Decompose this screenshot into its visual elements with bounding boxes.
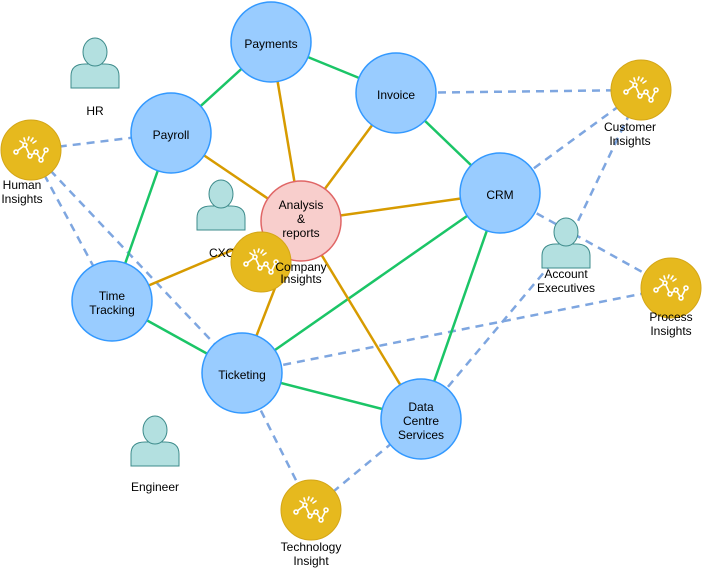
- system-label-invoice: Invoice: [377, 88, 415, 102]
- role-label-account-executives-line: Account: [544, 267, 588, 281]
- hub-label-line: Analysis: [279, 198, 324, 212]
- insight-label-technology-line: Insight: [293, 554, 329, 568]
- analytics-icon: [293, 496, 329, 523]
- role-cxo: CXO: [196, 179, 246, 260]
- insight-label-process-line: Process: [649, 310, 692, 324]
- insight-label-company-line: Insights: [280, 272, 321, 286]
- insight-label-human-line: Human: [3, 178, 42, 192]
- system-circle[interactable]: [71, 260, 153, 342]
- insight-circle[interactable]: [280, 479, 342, 541]
- system-node-payroll[interactable]: Payroll: [130, 92, 212, 174]
- system-label-ticketing: Ticketing: [218, 368, 266, 382]
- insight-link-human-ticketing: [30, 149, 243, 374]
- hub-label-line: reports: [282, 226, 319, 240]
- hub-label: Analysis&reports: [279, 198, 324, 240]
- system-circle[interactable]: [459, 152, 541, 234]
- insight-link-data-centre-account-executives: [420, 245, 567, 420]
- system-circle[interactable]: [355, 52, 437, 134]
- system-circle[interactable]: [201, 332, 283, 414]
- insight-circle[interactable]: [230, 231, 292, 293]
- system-circle[interactable]: [380, 378, 462, 460]
- role-label-engineer-line: Engineer: [131, 480, 179, 494]
- person-icon: [541, 217, 591, 269]
- system-label-data-centre-line: Centre: [403, 414, 439, 428]
- system-label-crm: CRM: [486, 188, 513, 202]
- person-icon: [70, 37, 120, 89]
- system-label-payroll: Payroll: [153, 128, 190, 142]
- insight-link-ticketing-process: [241, 286, 672, 375]
- system-label-time-tracking-line: Tracking: [89, 303, 135, 317]
- role-engineer: Engineer: [130, 415, 180, 494]
- analytics-icon: [13, 136, 49, 163]
- role-label-cxo: CXO: [209, 246, 235, 260]
- system-node-ticketing[interactable]: Ticketing: [201, 332, 283, 414]
- system-link-ticketing-crm: [241, 191, 501, 375]
- role-label-engineer: Engineer: [131, 480, 179, 494]
- system-label-data-centre-line: Data: [408, 400, 434, 414]
- analytics-icon: [653, 274, 689, 301]
- system-node-crm[interactable]: CRM: [459, 152, 541, 234]
- insight-label-process-line: Insights: [650, 324, 691, 338]
- system-node-invoice[interactable]: Invoice: [355, 52, 437, 134]
- system-label-crm-line: CRM: [486, 188, 513, 202]
- insight-label-customer-line: Insights: [609, 134, 650, 148]
- role-label-hr-line: HR: [86, 104, 104, 118]
- system-label-payments: Payments: [244, 37, 297, 51]
- insight-circle[interactable]: [610, 59, 672, 121]
- role-label-account-executives-line: Executives: [537, 281, 595, 295]
- person-icon: [196, 179, 246, 231]
- system-label-payments-line: Payments: [244, 37, 297, 51]
- system-circle[interactable]: [130, 92, 212, 174]
- analytics-icon: [623, 76, 659, 103]
- insight-label-human-line: Insights: [1, 192, 42, 206]
- system-label-payroll-line: Payroll: [153, 128, 190, 142]
- system-node-payments[interactable]: Payments: [230, 1, 312, 83]
- role-label-hr: HR: [86, 104, 104, 118]
- insight-label-technology-line: Technology: [281, 540, 342, 554]
- system-label-time-tracking-line: Time: [99, 289, 126, 303]
- system-label-ticketing-line: Ticketing: [218, 368, 266, 382]
- insight-label-company-line: Company: [275, 260, 326, 274]
- role-hr: HR: [70, 37, 120, 118]
- role-label-cxo-line: CXO: [209, 246, 235, 260]
- insight-circle[interactable]: [640, 257, 702, 319]
- insight-label-customer-line: Customer: [604, 120, 656, 134]
- person-icon: [130, 415, 180, 467]
- insight-circle[interactable]: [0, 119, 62, 181]
- system-circle[interactable]: [230, 1, 312, 83]
- hub-label-line: &: [297, 212, 305, 226]
- system-label-data-centre-line: Services: [398, 428, 444, 442]
- system-label-invoice-line: Invoice: [377, 88, 415, 102]
- analytics-icon: [243, 248, 279, 275]
